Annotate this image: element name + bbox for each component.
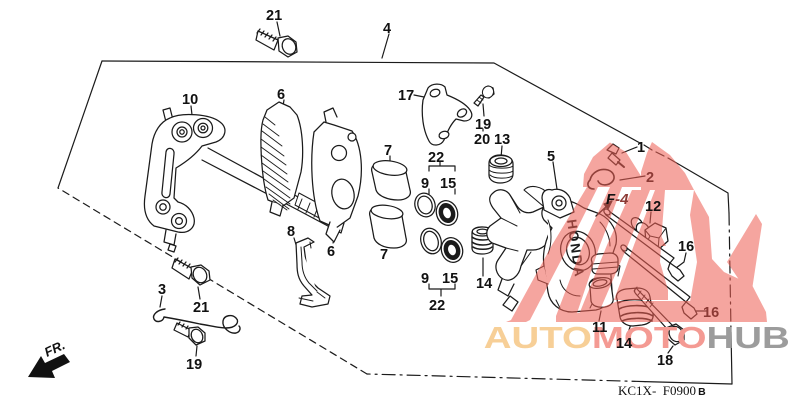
svg-text:16: 16 <box>678 239 694 255</box>
svg-text:20: 20 <box>474 132 490 148</box>
svg-text:19: 19 <box>186 357 202 373</box>
svg-text:8: 8 <box>287 224 295 240</box>
svg-text:14: 14 <box>476 276 492 292</box>
svg-text:9: 9 <box>421 176 429 192</box>
svg-text:7: 7 <box>384 143 392 159</box>
svg-text:21: 21 <box>266 8 282 24</box>
svg-text:6: 6 <box>277 87 285 103</box>
svg-text:2: 2 <box>646 170 654 186</box>
svg-text:22: 22 <box>429 298 445 314</box>
svg-text:6: 6 <box>327 244 335 260</box>
svg-text:7: 7 <box>380 247 388 263</box>
svg-text:15: 15 <box>442 271 458 287</box>
svg-text:15: 15 <box>440 176 456 192</box>
svg-text:AUTOMOTOHUB: AUTOMOTOHUB <box>484 322 790 355</box>
svg-text:16: 16 <box>703 305 719 321</box>
svg-text:3: 3 <box>158 282 166 298</box>
svg-text:18: 18 <box>657 353 673 369</box>
svg-text:F-4: F-4 <box>606 191 629 208</box>
svg-text:21: 21 <box>193 300 209 316</box>
svg-text:5: 5 <box>547 149 555 165</box>
svg-text:13: 13 <box>494 132 510 148</box>
svg-text:12: 12 <box>645 199 661 215</box>
svg-text:11: 11 <box>592 320 607 336</box>
svg-text:19: 19 <box>475 117 491 133</box>
svg-text:9: 9 <box>421 271 429 287</box>
svg-text:10: 10 <box>182 92 198 108</box>
svg-text:1: 1 <box>637 140 645 156</box>
svg-text:KC1X- F0900 B: KC1X- F0900 B <box>618 383 706 398</box>
svg-text:17: 17 <box>398 88 414 104</box>
svg-text:14: 14 <box>616 336 632 352</box>
svg-text:22: 22 <box>428 150 444 166</box>
svg-text:4: 4 <box>383 21 391 37</box>
